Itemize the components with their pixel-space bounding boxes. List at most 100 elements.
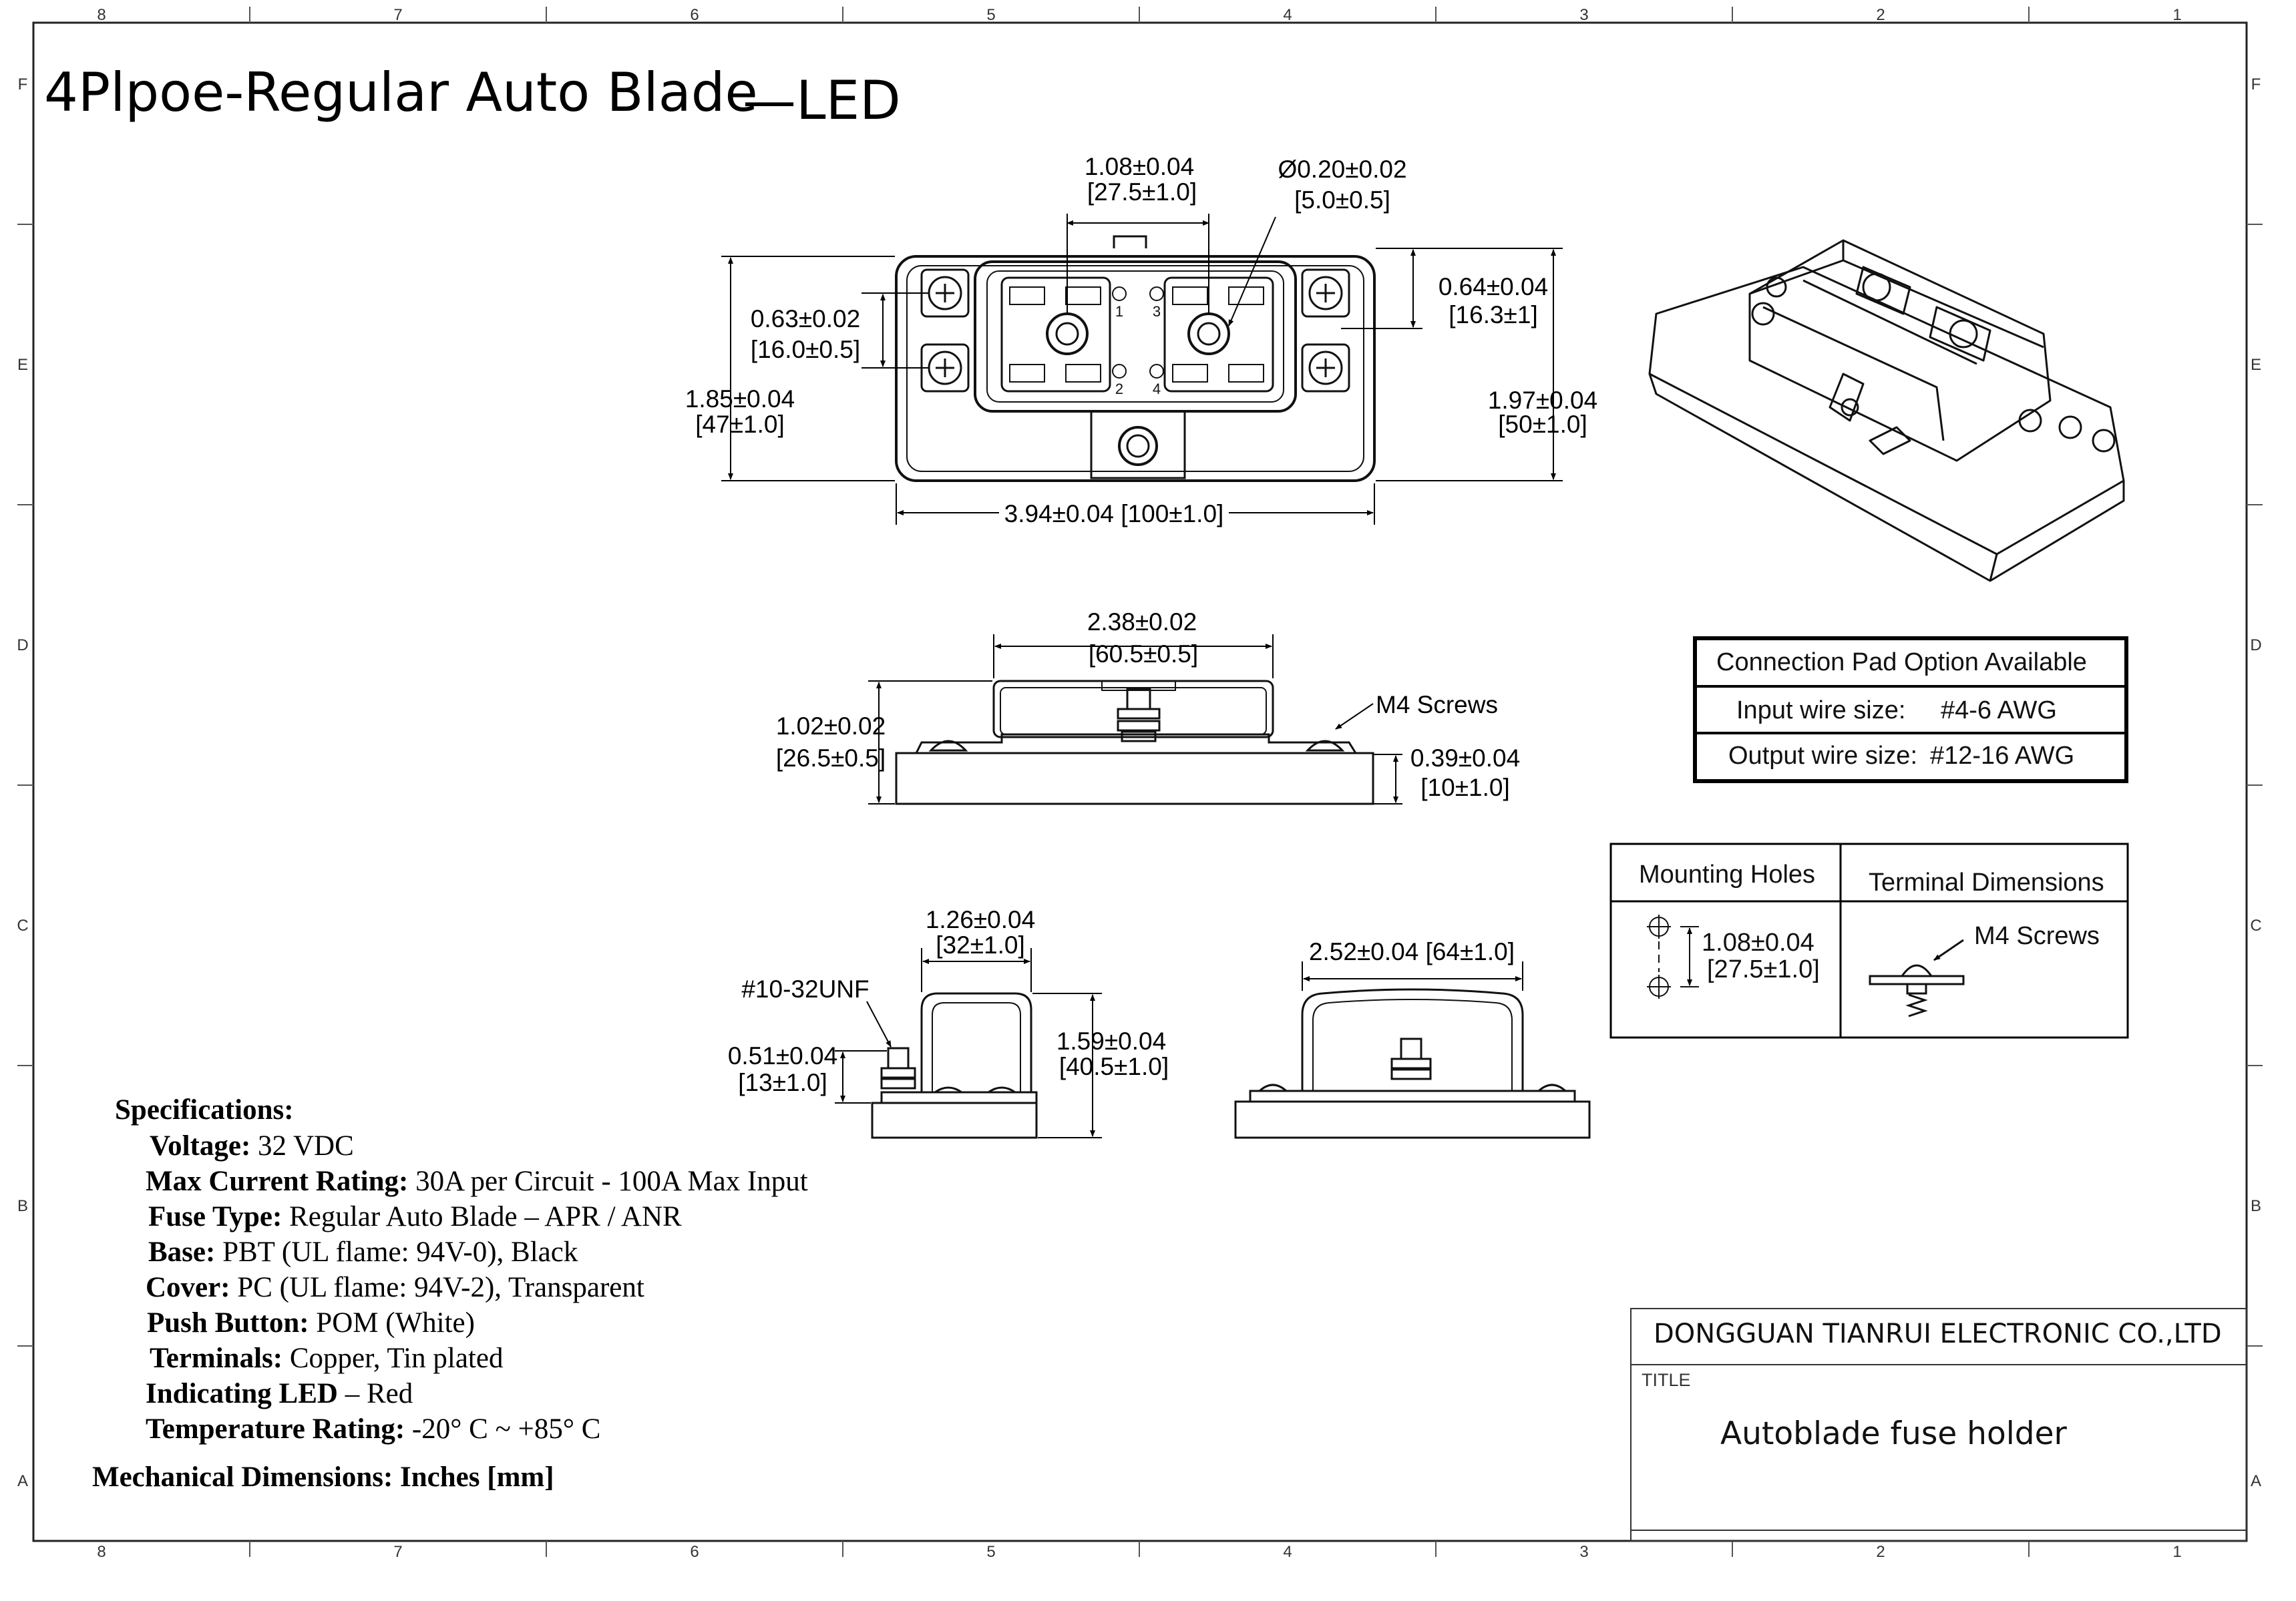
dim-hole-in: Ø0.20±0.02	[1278, 156, 1406, 183]
front-dim-cover-in: 2.38±0.02	[1087, 608, 1197, 636]
spec-row: Cover: PC (UL flame: 94V-2), Transparent	[146, 1270, 644, 1305]
spec-row: Voltage: 32 VDC	[150, 1128, 354, 1164]
spec-row: Indicating LED – Red	[146, 1376, 413, 1411]
col-label-top: 1	[2172, 6, 2181, 24]
mounting-table	[1609, 843, 2129, 1039]
front-view	[895, 680, 1374, 805]
rear-dim-cover: 2.52±0.04 [64±1.0]	[1309, 938, 1515, 965]
spec-heading-text: Specifications:	[115, 1094, 294, 1126]
spec-label: Base:	[148, 1236, 216, 1268]
col-label-bottom: 4	[1283, 1543, 1292, 1561]
connection-input-label: Input wire size:	[1736, 696, 1905, 724]
col-label-top: 8	[97, 6, 106, 24]
side-dim-cover-mm: [32±1.0]	[936, 931, 1024, 959]
dim-height2-in: 1.97±0.04	[1488, 387, 1597, 414]
slot-label: 2	[1115, 381, 1123, 397]
page-title-suffix: —LED	[743, 69, 901, 132]
dim-right-in: 0.64±0.04	[1439, 273, 1548, 300]
spec-value: PBT (UL flame: 94V-0), Black	[215, 1236, 578, 1268]
front-dim-base-mm: [10±1.0]	[1420, 774, 1509, 801]
mounting-hole-symbols	[1647, 915, 1699, 999]
spec-heading: Specifications:	[115, 1092, 294, 1128]
slot-label: 1	[1115, 303, 1123, 320]
spec-label: Max Current Rating:	[146, 1166, 409, 1197]
side-dim-stud-in: 0.51±0.04	[728, 1042, 837, 1070]
spec-footer-text: Mechanical Dimensions: Inches [mm]	[92, 1461, 554, 1493]
connection-header: Connection Pad Option Available	[1716, 648, 2087, 676]
spec-row: Max Current Rating: 30A per Circuit - 10…	[146, 1164, 808, 1199]
title-block-company: DONGGUAN TIANRUI ELECTRONIC CO.,LTD	[1654, 1319, 2222, 1349]
spec-row: Terminals: Copper, Tin plated	[150, 1341, 503, 1376]
spec-label: Indicating LED	[146, 1378, 338, 1409]
mounting-pitch-mm: [27.5±1.0]	[1707, 955, 1820, 983]
row-label-left: C	[17, 917, 28, 935]
dim-height2-mm: [50±1.0]	[1498, 411, 1587, 438]
connection-input-value: #4-6 AWG	[1941, 696, 2057, 724]
dim-right-mm: [16.3±1]	[1449, 301, 1537, 328]
col-label-bottom: 5	[986, 1543, 995, 1561]
side-dim-height-in: 1.59±0.04	[1057, 1027, 1166, 1055]
row-label-left: E	[17, 356, 28, 374]
slot-label: 3	[1153, 303, 1161, 320]
connection-table	[1693, 636, 2128, 783]
col-label-top: 7	[393, 6, 402, 24]
title-block-label: TITLE	[1642, 1370, 1691, 1390]
spec-row: Temperature Rating: -20° C ~ +85° C	[146, 1411, 601, 1447]
title-block-value: Autoblade fuse holder	[1720, 1415, 2067, 1452]
spec-value: -20° C ~ +85° C	[405, 1413, 601, 1445]
mounting-col2-header: Terminal Dimensions	[1869, 869, 2104, 897]
rear-view-dimensions	[1302, 961, 1523, 991]
dim-hole-mm: [5.0±0.5]	[1294, 186, 1390, 214]
row-label-right: D	[2250, 636, 2261, 654]
spec-label: Push Button:	[147, 1307, 309, 1339]
side-dim-stud-mm: [13±1.0]	[738, 1069, 827, 1096]
col-label-top: 6	[690, 6, 699, 24]
spec-value: 30A per Circuit - 100A Max Input	[408, 1166, 808, 1197]
connection-output-label: Output wire size:	[1728, 742, 1917, 770]
terminal-label: M4 Screws	[1974, 922, 2100, 950]
front-dim-cover-mm: [60.5±0.5]	[1089, 640, 1198, 668]
top-view-dimensions	[721, 214, 1563, 525]
dim-left-in: 0.63±0.02	[751, 305, 860, 332]
frame-ticks	[17, 7, 2263, 1557]
spec-value: POM (White)	[309, 1307, 475, 1339]
slot-label: 4	[1153, 381, 1161, 397]
spec-value: Copper, Tin plated	[282, 1343, 504, 1374]
mounting-pitch-in: 1.08±0.04	[1702, 929, 1814, 957]
spec-value: 32 VDC	[250, 1130, 354, 1162]
title-block	[1630, 1308, 2247, 1542]
spec-row: Fuse Type: Regular Auto Blade – APR / AN…	[148, 1199, 682, 1234]
spec-value: – Red	[337, 1378, 413, 1409]
rear-view	[1234, 988, 1591, 1139]
col-label-bottom: 1	[2172, 1543, 2181, 1561]
front-screws-label: M4 Screws	[1376, 691, 1498, 718]
side-dim-cover-in: 1.26±0.04	[926, 906, 1035, 933]
spec-value: PC (UL flame: 94V-2), Transparent	[230, 1272, 644, 1303]
col-label-bottom: 3	[1579, 1543, 1588, 1561]
spec-label: Terminals:	[150, 1343, 283, 1374]
dim-height-in: 1.85±0.04	[685, 385, 795, 413]
col-label-bottom: 8	[97, 1543, 106, 1561]
side-dim-height-mm: [40.5±1.0]	[1059, 1053, 1169, 1080]
spec-label: Fuse Type:	[148, 1201, 282, 1232]
front-view-dimensions	[868, 634, 1402, 805]
isometric-view	[1648, 239, 2125, 582]
row-label-left: D	[17, 636, 28, 654]
dim-pitch-mm: [27.5±1.0]	[1087, 178, 1197, 206]
spec-row: Base: PBT (UL flame: 94V-0), Black	[148, 1234, 578, 1270]
front-dim-height-mm: [26.5±0.5]	[776, 744, 886, 772]
spec-label: Temperature Rating:	[146, 1413, 405, 1445]
row-label-right: B	[2251, 1197, 2261, 1215]
row-label-right: F	[2251, 75, 2261, 93]
row-label-left: B	[17, 1197, 28, 1215]
row-label-right: C	[2250, 917, 2261, 935]
spec-label: Cover:	[146, 1272, 230, 1303]
dim-height-mm: [47±1.0]	[695, 411, 784, 438]
mounting-col1-header: Mounting Holes	[1639, 861, 1815, 889]
col-label-top: 4	[1283, 6, 1292, 24]
row-label-right: A	[2251, 1472, 2261, 1490]
spec-footer: Mechanical Dimensions: Inches [mm]	[92, 1459, 554, 1495]
col-label-top: 5	[986, 6, 995, 24]
top-view	[895, 235, 1376, 482]
